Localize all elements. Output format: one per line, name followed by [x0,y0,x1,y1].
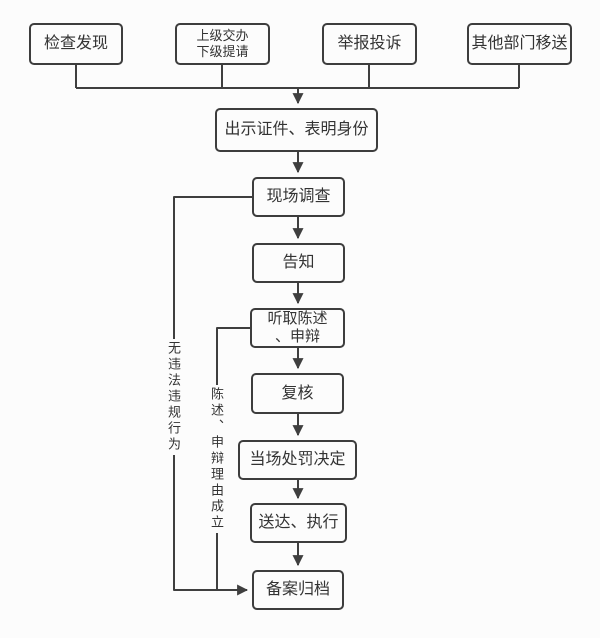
branch-label-defense-established: 陈述、申辩理由成立 [208,385,225,533]
step-show-credentials-state-identity: 出示证件、表明身份 [215,108,378,152]
step-delivery-execution: 送达、执行 [250,503,347,543]
step-onspot-penalty-decision: 当场处罚决定 [238,440,357,480]
connector-sources-bus [75,65,520,89]
step-onsite-investigation: 现场调查 [252,177,345,217]
branch-label-no-violation: 无违法违规行为 [165,339,182,455]
step-notification: 告知 [252,243,345,283]
source-other-department-transfer: 其他部门移送 [467,23,572,65]
source-superior-assignment-subordinate-request: 上级交办 下级提请 [175,23,270,65]
step-hear-statement-defense: 听取陈述 、申辩 [250,308,345,348]
source-report-complaint: 举报投诉 [322,23,417,65]
step-review: 复核 [251,373,344,414]
source-check-discovery: 检查发现 [29,23,123,65]
step-filing-archive: 备案归档 [252,570,344,610]
